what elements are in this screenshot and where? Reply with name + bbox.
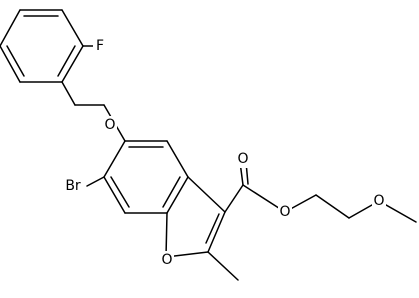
atom-labels: F O Br O O O O [62, 37, 386, 269]
bond [61, 9, 84, 47]
furan-oxygen-label: O [161, 252, 172, 268]
ether-oxygen-label: O [104, 117, 115, 133]
bond [0, 45, 21, 83]
bond [187, 176, 226, 213]
bromine-atom-label: Br [65, 178, 81, 194]
bond [207, 211, 226, 253]
bonds [0, 9, 417, 281]
bond [86, 176, 105, 187]
bond [166, 176, 189, 214]
carbonyl-oxygen-label: O [237, 151, 248, 167]
fluorine-atom-label: F [96, 38, 104, 54]
bond [315, 194, 350, 219]
bond [57, 45, 76, 77]
bond [110, 176, 130, 208]
bond [61, 45, 84, 83]
bond [103, 140, 126, 178]
bond [224, 184, 244, 213]
bond [165, 212, 168, 258]
bond [205, 213, 220, 244]
bond [166, 140, 189, 178]
bond [61, 81, 76, 106]
bond [162, 176, 181, 208]
methoxy-oxygen-label: O [373, 193, 384, 209]
ester-oxygen-label: O [279, 204, 290, 220]
bond [0, 9, 21, 47]
bond [6, 45, 25, 77]
bond [103, 176, 126, 214]
bond [207, 251, 239, 281]
